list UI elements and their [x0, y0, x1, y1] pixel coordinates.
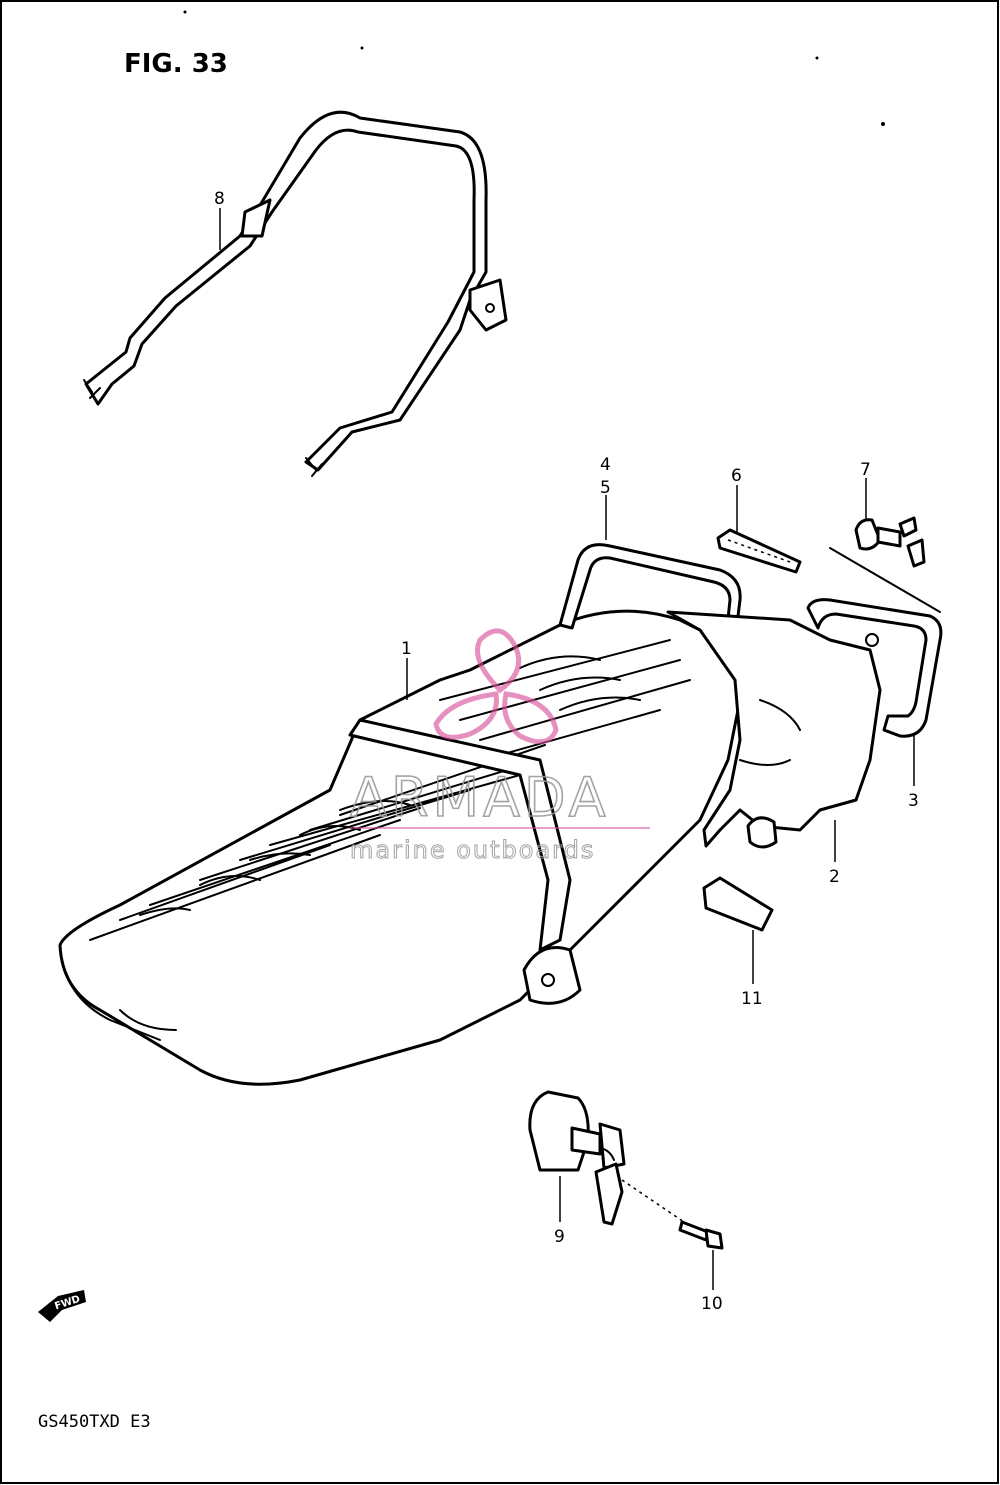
scan-dot — [360, 46, 364, 50]
callout-8: 8 — [214, 189, 225, 209]
callout-2: 2 — [829, 867, 840, 887]
model-code: GS450TXD E3 — [38, 1412, 151, 1432]
watermark-tagline: marine outboards — [350, 836, 595, 864]
scan-dot — [815, 56, 819, 60]
watermark-logo-icon — [433, 628, 559, 745]
callout-1: 1 — [401, 639, 412, 659]
callout-10: 10 — [701, 1294, 723, 1314]
leader-lines — [219, 208, 915, 1290]
callout-9: 9 — [554, 1227, 565, 1247]
lock-set-part-9 — [528, 1090, 626, 1226]
grab-rail-part-8 — [83, 110, 508, 477]
tail-cover-part-2 — [666, 610, 882, 849]
emblem-part-6 — [716, 528, 802, 574]
callout-6: 6 — [731, 466, 742, 486]
figure-title: FIG. 33 — [124, 49, 228, 79]
callout-5: 5 — [600, 478, 611, 498]
lock-part-7 — [829, 516, 941, 613]
front-direction-arrow: FWD — [38, 1290, 86, 1322]
callout-11: 11 — [741, 989, 763, 1009]
watermark-brand: ARMADA — [350, 766, 610, 829]
callout-3: 3 — [908, 791, 919, 811]
screw-part-10 — [621, 1179, 724, 1250]
watermark: ARMADA marine outboards — [349, 628, 650, 865]
callout-4: 4 — [600, 455, 611, 475]
callout-7: 7 — [860, 460, 871, 480]
seat-part-1 — [58, 609, 744, 1086]
pad-part-11 — [702, 876, 774, 932]
tail-frame-part-3 — [806, 598, 943, 738]
scan-dot — [183, 10, 187, 14]
scan-dot — [881, 122, 885, 126]
